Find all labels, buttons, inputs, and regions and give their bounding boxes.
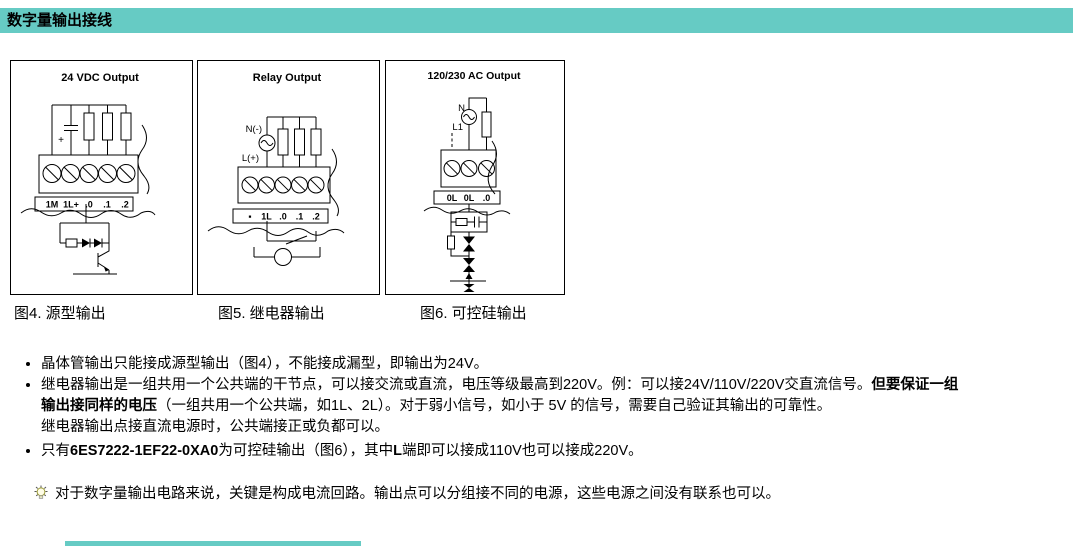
transistor-output-circuit: [59, 204, 117, 275]
terminal-label: .0: [85, 200, 93, 210]
terminal-label: 1M: [46, 200, 59, 210]
figure5-caption: 图5. 继电器输出: [218, 305, 325, 322]
terminal-label-strip: ▪ 1L .0 .1 .2: [232, 208, 329, 224]
wiring-lines: [258, 116, 322, 167]
bullet-item-thyristor: 只有6ES7222-1EF22-0XA0为可控硅输出（图6），其中L端即可以接成…: [41, 441, 1073, 462]
bullet-item-relay: 继电器输出是一组共用一个公共端的干节点，可以接交流或直流，电压等级最高到220V…: [41, 375, 1073, 438]
bullet-item-transistor: 晶体管输出只能接成源型输出（图4），不能接成漏型，即输出为24V。: [41, 354, 1073, 375]
terminal-label: 0L: [464, 193, 475, 203]
terminal-label: .0: [279, 212, 287, 222]
wiring-lines: [51, 104, 132, 155]
terminal-label-strip: 0L 0L .0: [433, 190, 501, 205]
terminal-label: .2: [121, 200, 129, 210]
terminal-block: [440, 149, 497, 188]
terminal-label: .2: [312, 212, 320, 222]
terminal-label: .1: [103, 200, 111, 210]
torn-edge-lines: [207, 148, 345, 236]
terminal-label: 1L+: [63, 200, 79, 210]
figure-title: 24 VDC Output: [61, 72, 139, 84]
neutral-label: N: [458, 103, 465, 114]
terminal-label: 1L: [261, 212, 272, 222]
relay-contact-and-coil: [253, 221, 321, 266]
section-title: 数字量输出接线: [7, 12, 113, 29]
figure-24vdc-diagram: 24 VDC Output + 1M 1L+: [20, 72, 156, 275]
next-section-header-edge: [65, 541, 361, 546]
figure-ac-diagram: 120/230 AC Output N L1 0L 0L: [423, 70, 521, 292]
neutral-label: N(-): [246, 124, 262, 135]
line-label: L1: [452, 122, 463, 133]
section-header-bar: 数字量输出接线: [0, 8, 1073, 33]
thyristor-output-circuit: [447, 204, 488, 292]
terminal-label: ▪: [248, 212, 251, 222]
figure-ac-box: 120/230 AC Output N L1 0L 0L: [385, 60, 565, 295]
tip-text: 对于数字量输出电路来说，关键是构成电流回路。输出点可以分组接不同的电源，这些电源…: [55, 486, 780, 502]
torn-edge-lines: [20, 124, 156, 218]
figure6-caption: 图6. 可控硅输出: [420, 305, 527, 322]
figure-relay-diagram: Relay Output N(-) L(+): [207, 72, 345, 266]
wiring-lines: [451, 97, 492, 150]
line-label: L(+): [242, 153, 259, 164]
terminal-label: .0: [483, 193, 491, 203]
terminal-block: [38, 154, 139, 194]
lightbulb-icon: [34, 485, 48, 499]
dc-source-plus-label: +: [58, 135, 64, 146]
figure-relay-box: Relay Output N(-) L(+): [197, 60, 380, 295]
figure-title: Relay Output: [253, 72, 322, 84]
terminal-block: [237, 166, 331, 204]
terminal-label: 0L: [447, 193, 458, 203]
terminal-label: .1: [296, 212, 304, 222]
tip-note: 对于数字量输出电路来说，关键是构成电流回路。输出点可以分组接不同的电源，这些电源…: [33, 484, 1058, 504]
terminal-label-strip: 1M 1L+ .0 .1 .2: [34, 196, 134, 212]
figure-24vdc-box: 24 VDC Output + 1M 1L+: [10, 60, 193, 295]
figure4-caption: 图4. 源型输出: [14, 305, 106, 322]
bullet-list: 晶体管输出只能接成源型输出（图4），不能接成漏型，即输出为24V。 继电器输出是…: [21, 354, 1073, 462]
figure-title: 120/230 AC Output: [428, 70, 521, 82]
